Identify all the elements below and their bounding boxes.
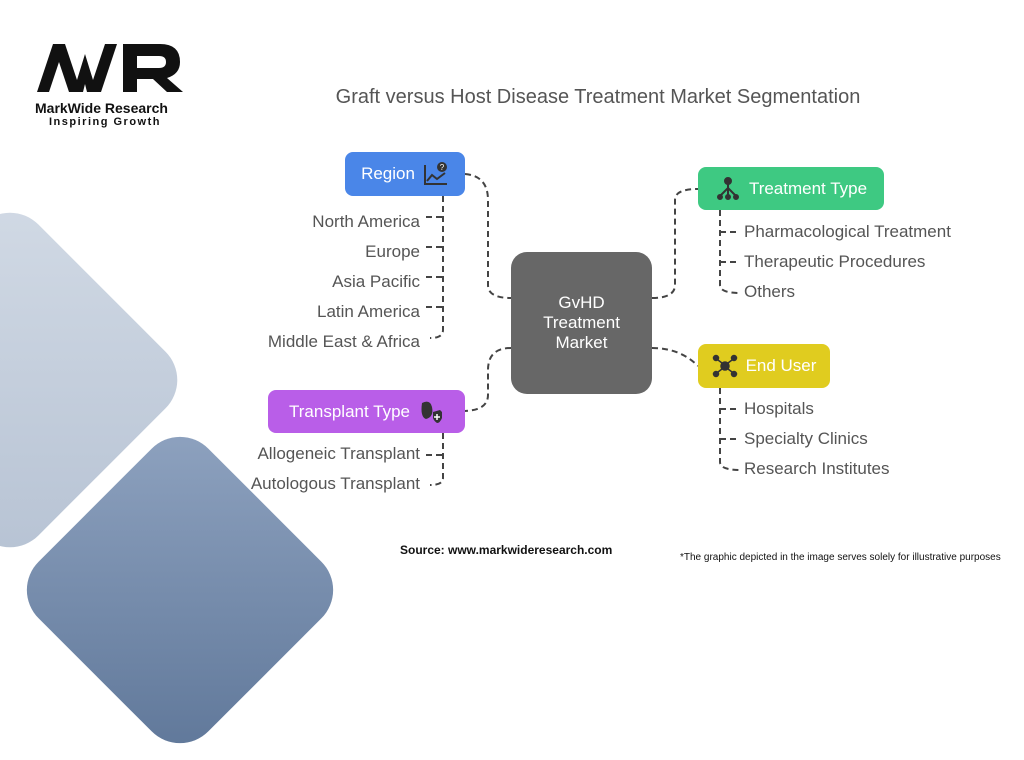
chart-question-icon: ? (423, 162, 447, 185)
enduser-node: End User (698, 344, 830, 388)
list-item: Allogeneic Transplant (257, 444, 420, 463)
list-item: Specialty Clinics (744, 429, 868, 448)
list-item: Asia Pacific (332, 272, 420, 291)
treatment-label: Treatment Type (748, 178, 868, 198)
list-item: Others (744, 282, 796, 301)
disclaimer-text: *The graphic depicted in the image serve… (680, 552, 1001, 563)
organ-shield-icon (421, 401, 442, 423)
connector-lines (426, 173, 741, 486)
treatment-node: Treatment Type (698, 167, 884, 210)
transplant-node: Transplant Type (268, 390, 465, 433)
list-item: Pharmacological Treatment (744, 222, 951, 241)
list-item: North America (312, 212, 420, 231)
region-node: Region ? (345, 152, 465, 196)
page-title: Graft versus Host Disease Treatment Mark… (335, 86, 861, 108)
center-node: GvHD Treatment Market (511, 252, 652, 394)
list-item: Autologous Transplant (250, 474, 420, 493)
list-item: Latin America (317, 302, 420, 321)
enduser-items: Hospitals Specialty Clinics Research Ins… (744, 394, 890, 484)
region-items: North America Europe Asia Pacific Latin … (268, 207, 420, 357)
list-item: Hospitals (744, 399, 814, 418)
network-users-icon (712, 354, 737, 378)
logo: MarkWide Research Inspiring Growth (35, 40, 190, 128)
list-item: Europe (365, 242, 420, 261)
list-item: Research Institutes (744, 459, 890, 478)
treatment-items: Pharmacological Treatment Therapeutic Pr… (744, 217, 951, 307)
logo-mark-icon (37, 44, 183, 92)
logo-name: MarkWide Research (35, 100, 168, 116)
logo-tagline: Inspiring Growth (49, 116, 161, 128)
region-label: Region (361, 164, 415, 183)
list-item: Therapeutic Procedures (744, 252, 926, 271)
list-item: Middle East & Africa (267, 332, 420, 351)
svg-text:?: ? (440, 163, 445, 172)
transplant-items: Allogeneic Transplant Autologous Transpl… (251, 439, 420, 499)
transplant-label: Transplant Type (289, 401, 410, 421)
enduser-label: End User (745, 356, 817, 375)
hierarchy-icon (716, 176, 739, 200)
source-text: Source: www.markwideresearch.com (400, 543, 613, 557)
